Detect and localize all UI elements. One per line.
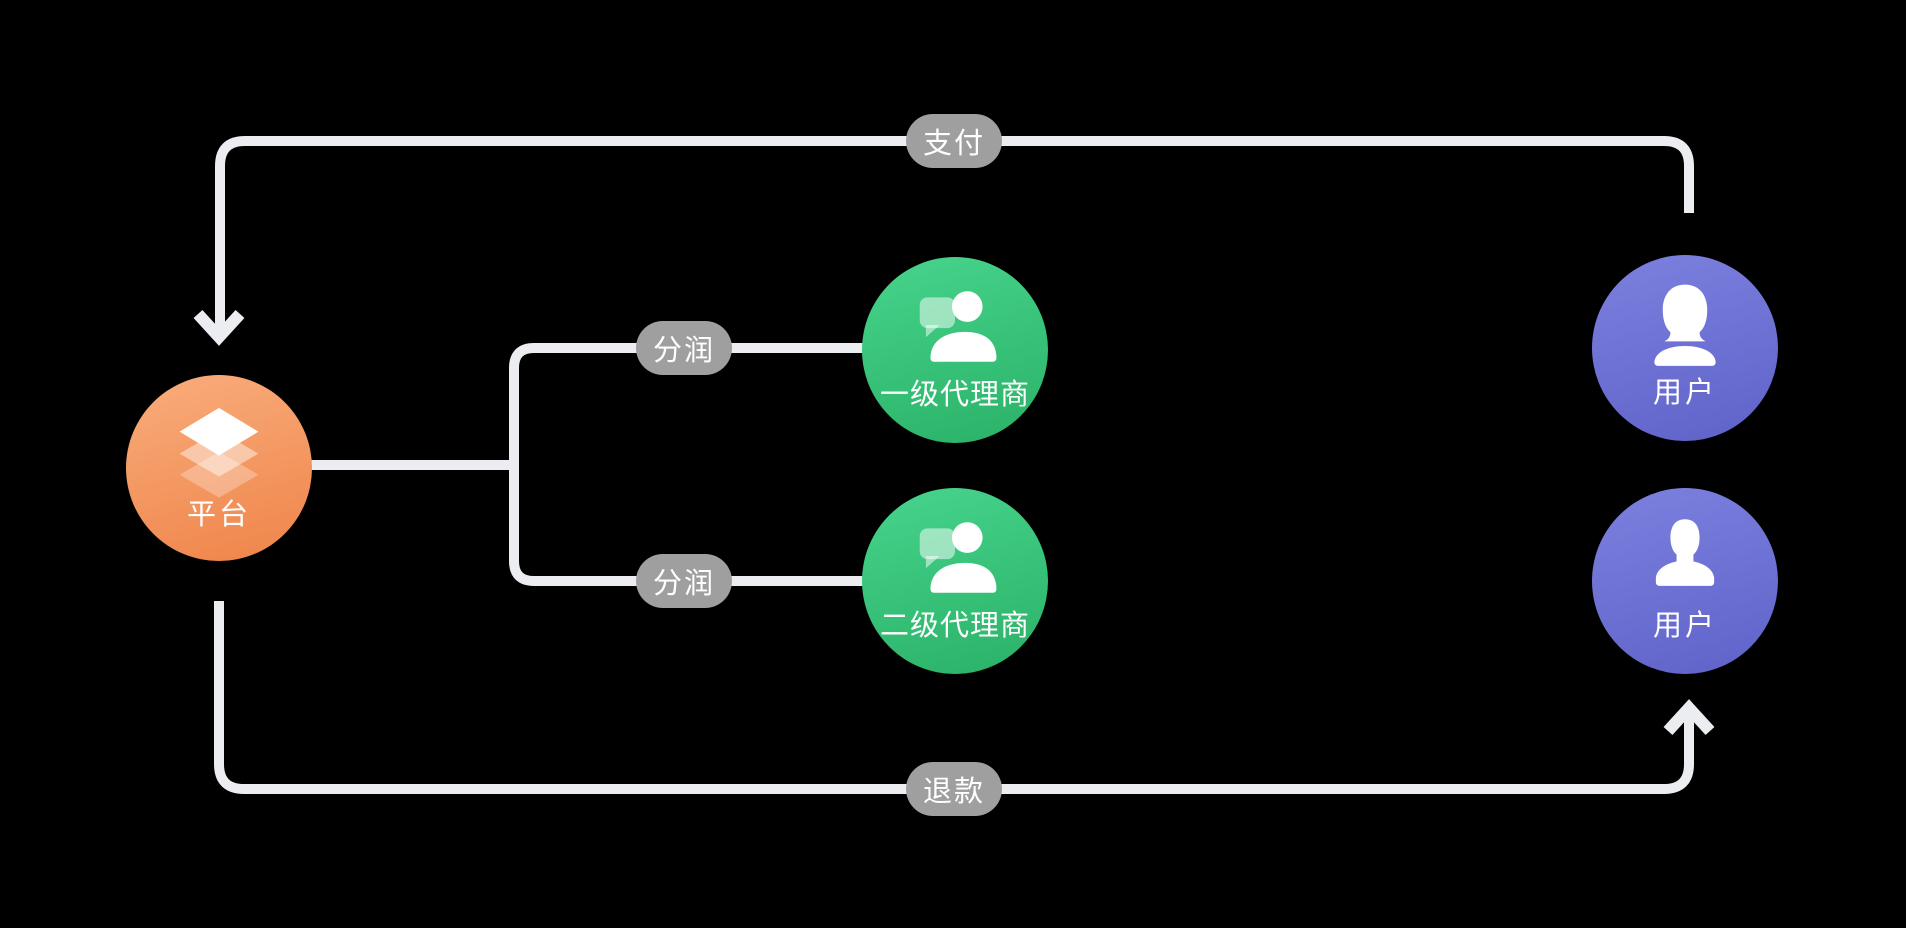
agent-contact-icon (909, 510, 1001, 602)
node-agent-level2: 二级代理商 (862, 488, 1048, 674)
layers-icon (164, 395, 274, 505)
node-label: 用户 (1652, 610, 1717, 642)
edge-label-pay: 支付 (906, 114, 1002, 168)
node-agent-level1: 一级代理商 (862, 257, 1048, 443)
node-label: 一级代理商 (879, 379, 1030, 411)
node-platform: 平台 (126, 375, 312, 561)
node-user-bottom: 用户 (1592, 488, 1778, 674)
female-user-icon (1639, 277, 1731, 369)
arrow-down-icon (193, 309, 245, 346)
male-user-icon (1639, 510, 1731, 602)
agent-contact-icon (909, 279, 1001, 371)
node-user-top: 用户 (1592, 255, 1778, 441)
node-label: 用户 (1652, 377, 1717, 409)
node-label: 平台 (186, 499, 251, 531)
edge-label-profit-share-bottom: 分润 (636, 554, 732, 608)
edge-label-refund: 退款 (906, 762, 1002, 816)
node-label: 二级代理商 (879, 610, 1030, 642)
edge-label-profit-share-top: 分润 (636, 321, 732, 375)
edge-profit-share-lines (305, 343, 880, 586)
arrow-up-icon (1663, 699, 1715, 736)
